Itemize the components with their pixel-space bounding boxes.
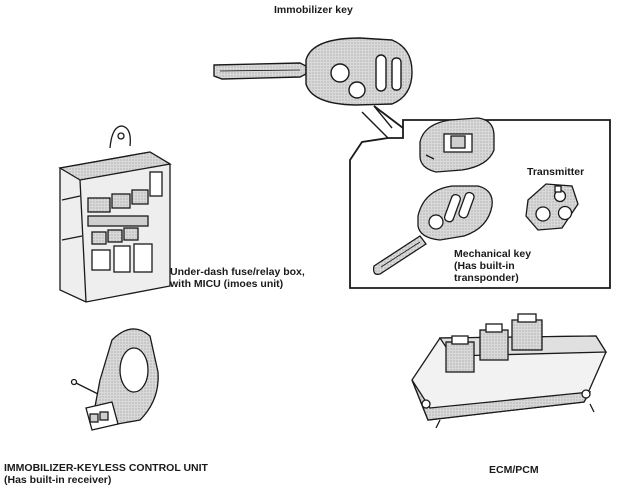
ecm-pcm-label: ECM/PCM [489,464,539,476]
mechanical-key-illustration [372,185,493,275]
immobilizer-key-illustration [213,37,413,139]
key-detail-callout-box [349,105,611,289]
mechanical-key-label: Mechanical key (Has built-in transponder… [454,248,531,284]
fuse-box-label-line1: Under-dash fuse/relay box, [170,266,305,278]
keyless-control-unit-label-line1: IMMOBILIZER-KEYLESS CONTROL UNIT [4,462,208,474]
transmitter-label: Transmitter [527,166,585,178]
mechanical-key-label-line1: Mechanical key [454,248,532,260]
fuse-box-label: Under-dash fuse/relay box, with MICU (im… [170,266,305,290]
keyless-control-unit-illustration [70,328,159,431]
fuse-relay-box-illustration [58,125,172,303]
mechanical-key-label-line2: (Has built-in [454,260,515,272]
immobilizer-key-label: Immobilizer key [274,4,353,16]
keyless-control-unit-label-line2: (Has built-in receiver) [4,474,112,486]
mechanical-key-label-line3: transponder) [454,272,519,284]
transmitter-module-illustration [525,183,579,231]
fuse-box-label-line2: with MICU (imoes unit) [170,278,284,290]
transmitter-fob-illustration [419,117,495,173]
ecm-pcm-illustration [411,313,608,429]
keyless-control-unit-label: IMMOBILIZER-KEYLESS CONTROL UNIT (Has bu… [4,462,208,486]
